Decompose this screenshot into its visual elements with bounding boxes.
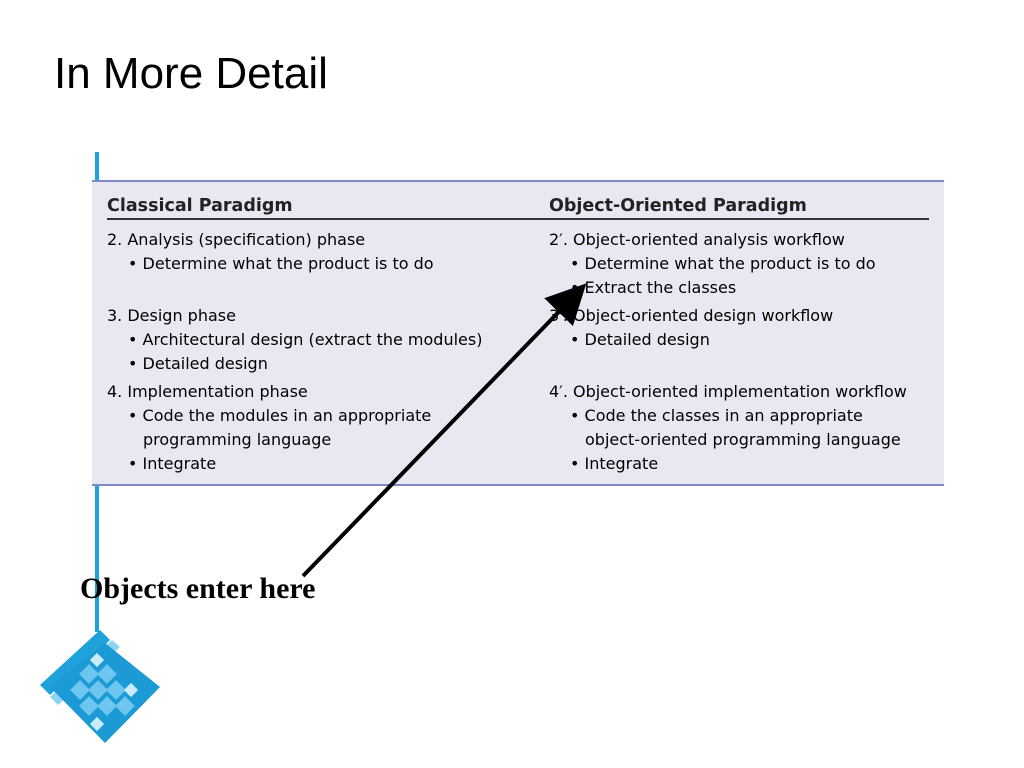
right-line: Extract the classes xyxy=(549,277,737,299)
right-line: 3′. Object-oriented design workflow xyxy=(549,306,834,325)
left-line: Detailed design xyxy=(107,353,268,375)
right-line: 4′. Object-oriented implementation workf… xyxy=(549,382,907,401)
arrow-label: Objects enter here xyxy=(80,572,316,605)
right-line: Determine what the product is to do xyxy=(549,253,876,275)
left-line: programming language xyxy=(143,430,332,449)
right-line: 2′. Object-oriented analysis workflow xyxy=(549,230,845,249)
slide-title: In More Detail xyxy=(54,49,328,98)
classical-column: Classical Paradigm xyxy=(107,194,537,220)
right-line: Detailed design xyxy=(549,329,710,351)
header-rule xyxy=(107,218,929,220)
left-line: Determine what the product is to do xyxy=(107,253,434,275)
oo-column: Object-Oriented Paradigm xyxy=(549,194,939,220)
left-line: Architectural design (extract the module… xyxy=(107,329,483,351)
right-line: object-oriented programming language xyxy=(585,430,901,449)
left-line: Integrate xyxy=(107,453,217,475)
left-line: 2. Analysis (specification) phase xyxy=(107,230,366,249)
left-line: 4. Implementation phase xyxy=(107,382,308,401)
right-line: Code the classes in an appropriate xyxy=(549,405,863,427)
left-line: Code the modules in an appropriate xyxy=(107,405,432,427)
left-line: 3. Design phase xyxy=(107,306,236,325)
right-line: Integrate xyxy=(549,453,659,475)
paradigm-table: Classical Paradigm Object-Oriented Parad… xyxy=(92,180,944,486)
classical-header: Classical Paradigm xyxy=(107,196,293,216)
oo-header: Object-Oriented Paradigm xyxy=(549,196,807,216)
diamond-logo-icon xyxy=(40,630,160,743)
